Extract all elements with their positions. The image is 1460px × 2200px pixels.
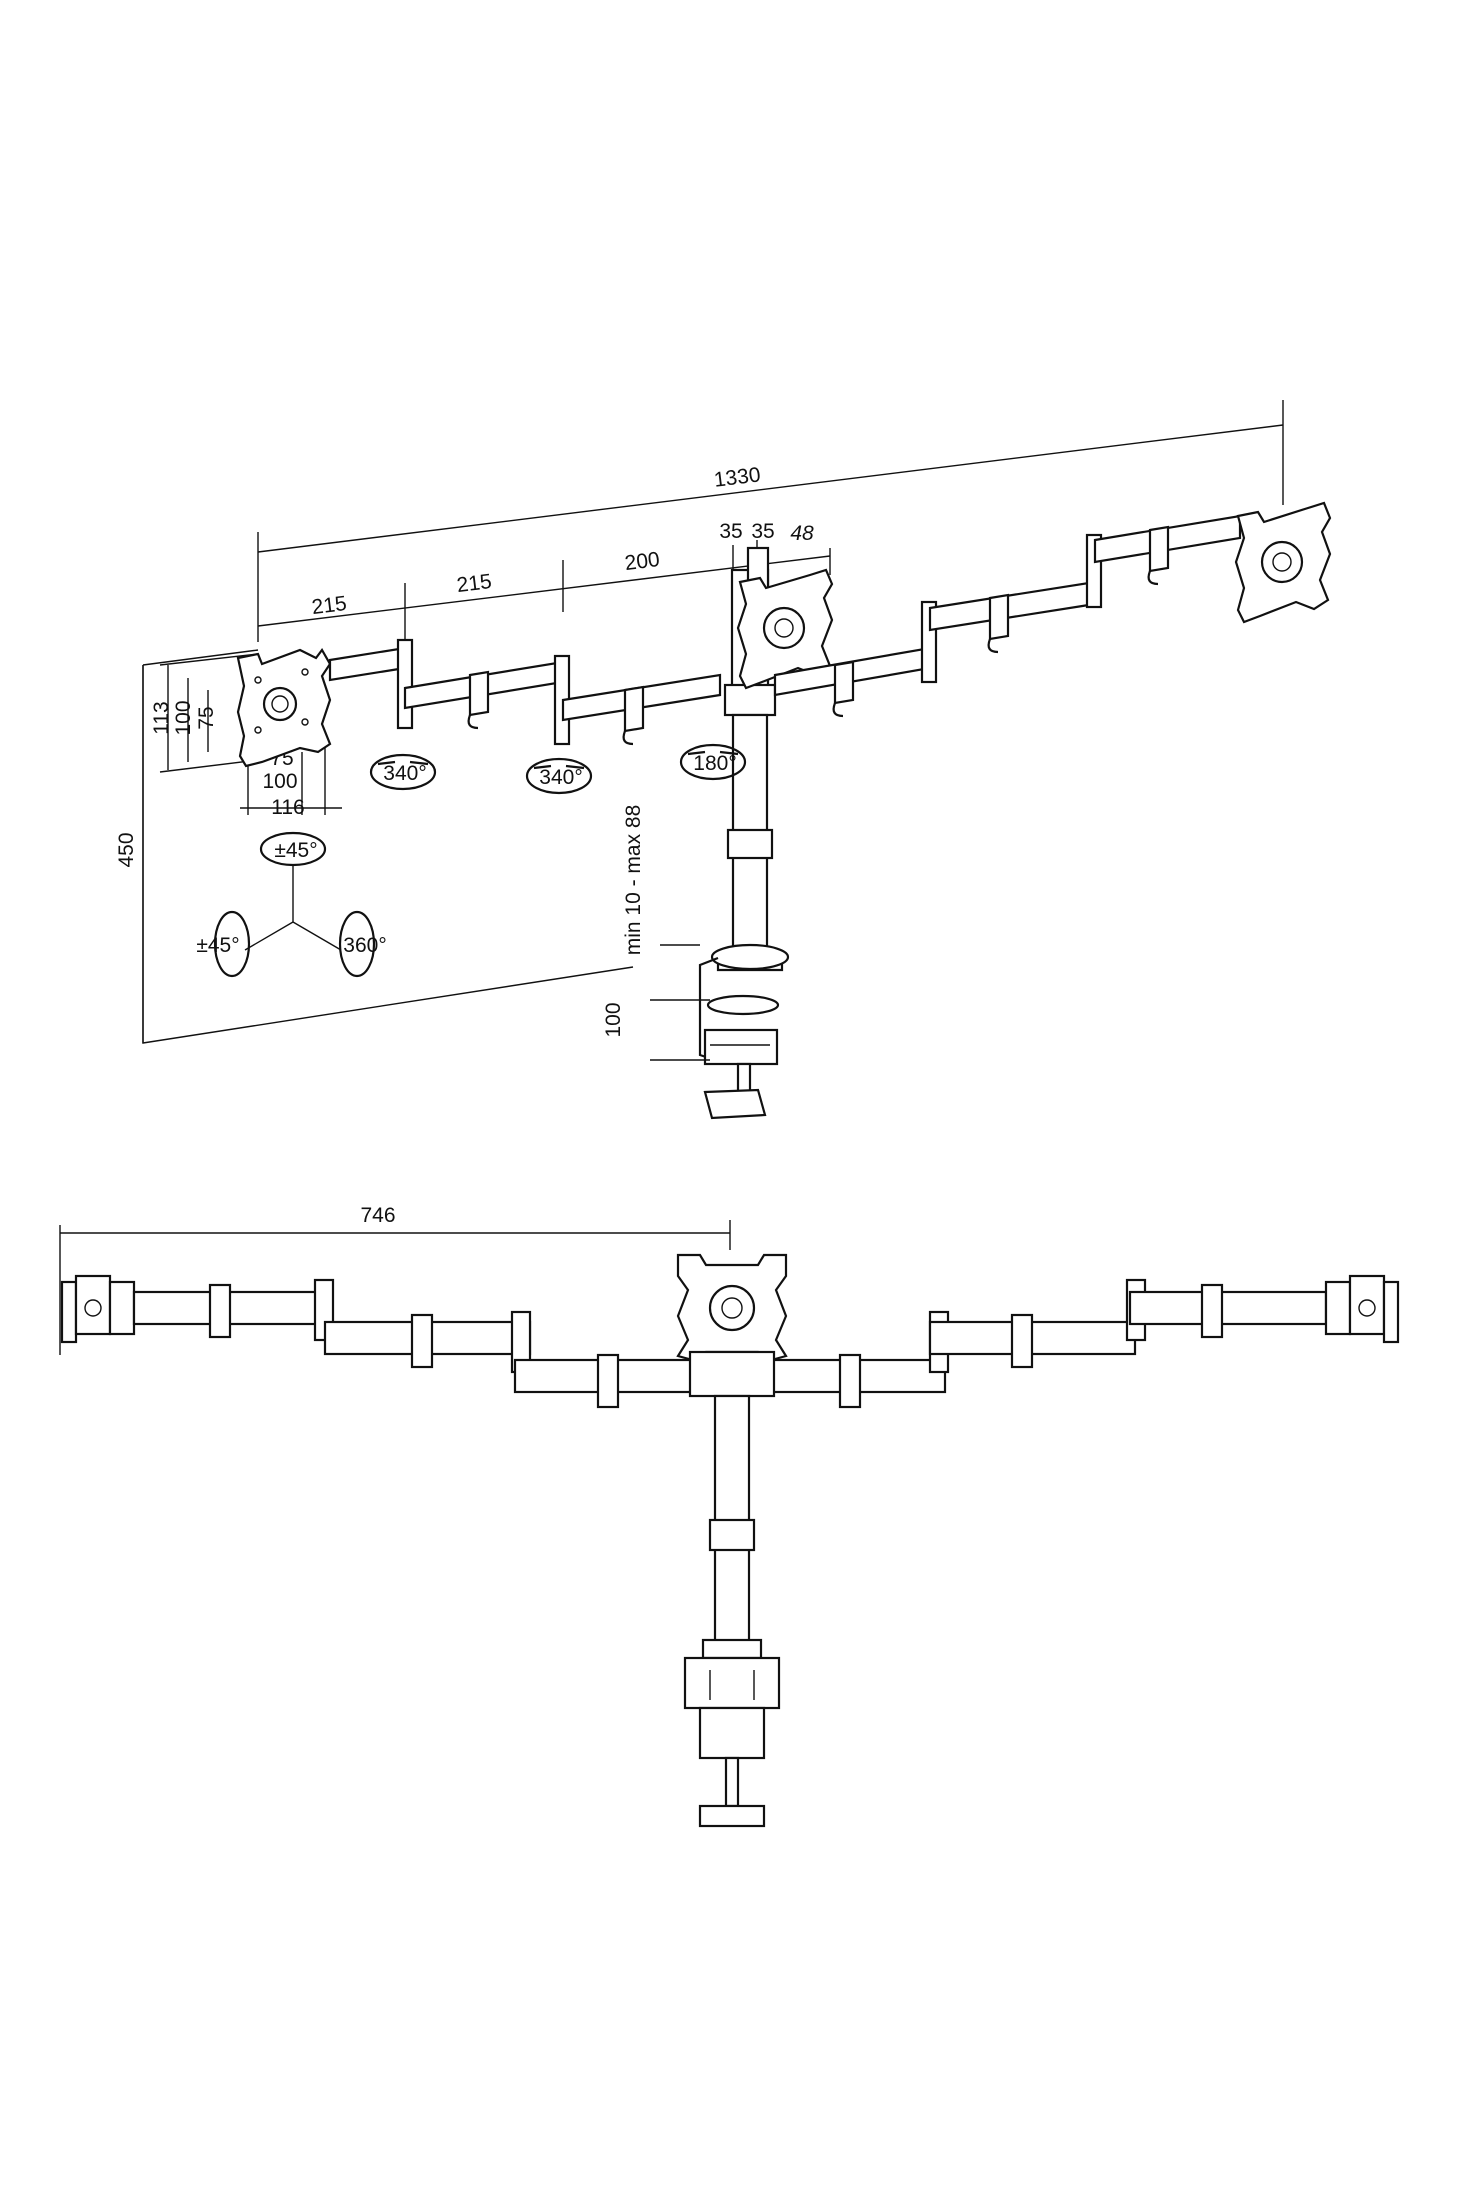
dim-75v-label: 75 [195, 706, 218, 729]
front-pole [688, 1350, 776, 1660]
vesa-plate-center [736, 568, 834, 690]
tilt-top-label: ±45° [274, 839, 317, 862]
arm-segment-right-2 [1085, 514, 1242, 609]
arm-segment-left-1 [328, 638, 565, 730]
front-arm-right [765, 1278, 1328, 1409]
rotate-340-1-label: 340° [383, 762, 426, 785]
dim-100v-label: 100 [172, 700, 195, 735]
dimension-746: 746 [59, 1204, 731, 1355]
dimension-arm-segments: 215 215 200 35 35 48 [257, 520, 831, 640]
dim-100h-label: 100 [262, 770, 297, 793]
rotation-badge-340-2: 340° [525, 757, 593, 795]
dim-116-label: 116 [271, 796, 304, 819]
vesa-dimensions: 113 100 75 75 100 116 [150, 653, 342, 819]
front-view: 746 [59, 1204, 1400, 1828]
rotation-badge-340-1: 340° [369, 753, 437, 791]
rotate-360-label: 360° [343, 934, 386, 957]
dim-113-label: 113 [150, 701, 173, 734]
tilt-rotation-legend: ±45° ±45° 360° [196, 831, 387, 978]
dim-arm3-label: 200 [623, 548, 661, 575]
front-clamp [683, 1656, 781, 1828]
front-plate-center [676, 1253, 788, 1364]
rotate-340-2-label: 340° [539, 766, 582, 789]
tilt-left-label: ±45° [196, 934, 239, 957]
dim-746-label: 746 [360, 1204, 395, 1227]
front-arm-left [132, 1278, 695, 1409]
front-plate-left [60, 1274, 136, 1344]
clamp-depth-label: 100 [602, 1002, 625, 1037]
arm-segment-left-2 [553, 654, 722, 746]
front-plate-right [1324, 1274, 1400, 1344]
isometric-view: 1330 215 215 200 35 35 48 450 [115, 400, 1332, 1120]
clamp-thickness-label: min 10 - max 88 [622, 805, 645, 956]
desk-clamp-iso: min 10 - max 88 100 [602, 805, 780, 1120]
dim-48-label: 48 [790, 522, 814, 545]
dim-450-label: 450 [115, 832, 138, 867]
rotation-badge-180: 180° [679, 743, 747, 781]
dim-arm1-label: 215 [310, 592, 348, 619]
dimension-450: 450 [115, 665, 144, 1043]
dimension-1330: 1330 [257, 400, 1284, 642]
dim-arm2-label: 215 [455, 570, 493, 597]
vesa-plate-left [236, 648, 332, 768]
dim-1330-label: 1330 [713, 463, 762, 492]
vesa-plate-right [1234, 501, 1332, 624]
rotate-180-label: 180° [693, 752, 736, 775]
dim-35-right-label: 35 [751, 520, 774, 543]
dim-35-left-label: 35 [719, 520, 742, 543]
